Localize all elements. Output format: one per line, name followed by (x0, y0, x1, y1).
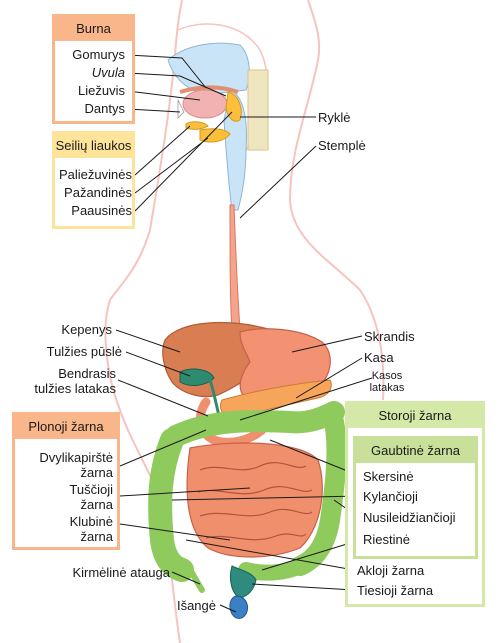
label-bendrasis-line2: tulžies latakas (34, 381, 116, 396)
rectum (229, 565, 257, 599)
group-header-plonoji-zarna: Plonoji žarna (15, 415, 117, 439)
leader-stemple (239, 145, 317, 219)
leader-akloji (185, 539, 355, 571)
label-skersine: Skersinė (363, 469, 414, 484)
group-header-seiliu-liaukos: Seilių liaukos (55, 134, 132, 158)
label-kirmeline-atauga: Kirmėlinė atauga (72, 565, 170, 580)
group-header-storoji-zarna: Storoji žarna (348, 404, 482, 428)
leader-gomurys (127, 54, 207, 89)
label-paliezuvines: Paliežuvinės (59, 167, 132, 182)
leader-pazandines (134, 137, 209, 194)
leader-kasa (295, 357, 363, 399)
leader-kasos-latakas (239, 377, 373, 421)
leader-paliezuvines (134, 125, 191, 176)
leader-liezuvis (127, 90, 201, 101)
label-tulzies-puslė: Tulžies pūslė (46, 344, 122, 359)
upper-teeth (177, 99, 185, 119)
label-kylancioji: Kylančioji (363, 489, 418, 504)
label-kasos-line2: latakas (369, 382, 405, 394)
leader-skrandis (291, 335, 363, 353)
label-skrandis: Skrandis (364, 329, 415, 344)
leader-isange (219, 604, 237, 613)
label-kepenys: Kepenys (61, 322, 112, 337)
esophagus (229, 204, 241, 333)
anus (229, 595, 249, 619)
leader-klubine (119, 523, 231, 541)
label-bendrasis-line1: Bendrasis (58, 366, 116, 381)
descending-colon (290, 404, 347, 576)
group-header-gaubtine-zarna: Gaubtinė žarna (356, 439, 475, 463)
leader-tuscioji (119, 487, 251, 497)
label-dantys: Dantys (84, 101, 125, 116)
label-pazandines: Pažandinės (64, 185, 132, 200)
label-tiesioji-zarna: Tiesioji žarna (357, 583, 434, 598)
duodenum (195, 397, 267, 447)
label-tuscioji-line1: Tuščioji (69, 482, 113, 497)
label-gomurys: Gomurys (72, 47, 125, 62)
label-uvula: Uvula (91, 65, 125, 80)
pharynx (223, 89, 247, 211)
label-isange: Išangė (176, 598, 216, 613)
ascending-colon (148, 428, 194, 582)
label-dvylikapirste-line1: Dvylikapirštė (39, 450, 113, 465)
appendix (185, 563, 205, 593)
label-kasa: Kasa (364, 350, 394, 365)
leader-lines (115, 54, 373, 613)
sigmoid-colon (238, 558, 308, 581)
leader-kylancioji (171, 495, 361, 501)
nasal-cavity (167, 42, 250, 96)
leader-tulzies (125, 351, 191, 377)
label-kasos-line1: Kasos (371, 370, 403, 382)
label-klubine-line2: žarna (80, 529, 113, 544)
leader-kepenys (115, 329, 181, 353)
label-rykle: Ryklė (318, 110, 351, 125)
gallbladder (179, 368, 215, 386)
label-paausines: Paausinės (71, 203, 132, 218)
leader-dantys (127, 108, 181, 113)
leader-kirmeline (171, 571, 201, 585)
leader-bendrasis (117, 379, 209, 417)
tongue (182, 89, 228, 119)
label-riestine: Riestinė (363, 532, 410, 547)
leader-tiesioji (251, 583, 355, 591)
sublingual-gland (185, 121, 209, 130)
leader-riestine (261, 539, 361, 571)
small-intestine (186, 442, 323, 558)
palate (179, 85, 239, 94)
label-klubine-line1: Klubinė (69, 514, 113, 529)
label-nusileidzianti: Nusileidžiančioji (363, 510, 456, 525)
vertebrae-neck (247, 69, 269, 151)
label-dvylikapirste-line2: žarna (80, 465, 113, 480)
label-tuscioji-line2: žarna (80, 497, 113, 512)
small-intestine-folds (197, 462, 313, 541)
group-header-burna: Burna (55, 17, 132, 41)
leader-dvylika (119, 429, 207, 467)
body-outline-right (288, 0, 385, 401)
leader-uvula (127, 72, 227, 97)
label-liezuvis: Liežuvis (78, 83, 125, 98)
leader-paausines (134, 111, 233, 212)
label-akloji-zarna: Akloji žarna (357, 563, 425, 578)
label-stemple: Stemplė (318, 138, 366, 153)
